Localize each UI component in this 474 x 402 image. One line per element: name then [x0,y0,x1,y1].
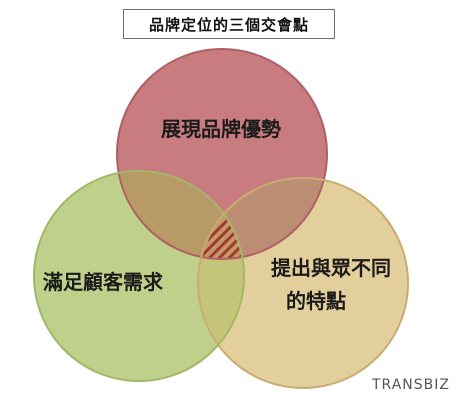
overlap-top-right [198,178,327,259]
circle-brand-strength-outline [116,48,328,260]
label-customer-needs: 滿足顧客需求 [43,270,164,294]
transbiz-logo: TRANSBIZ [372,377,450,393]
label-brand-strength: 展現品牌優勢 [161,117,281,141]
label-unique-features-line1: 提出與眾不同 [271,256,391,280]
circle-customer-needs-outline [33,170,245,382]
diagram-title: 品牌定位的三個交會點 [123,9,335,39]
circle-unique-features-outline [197,177,409,389]
label-unique-features-line2: 的特點 [286,289,346,313]
overlap-top-left [117,171,244,259]
